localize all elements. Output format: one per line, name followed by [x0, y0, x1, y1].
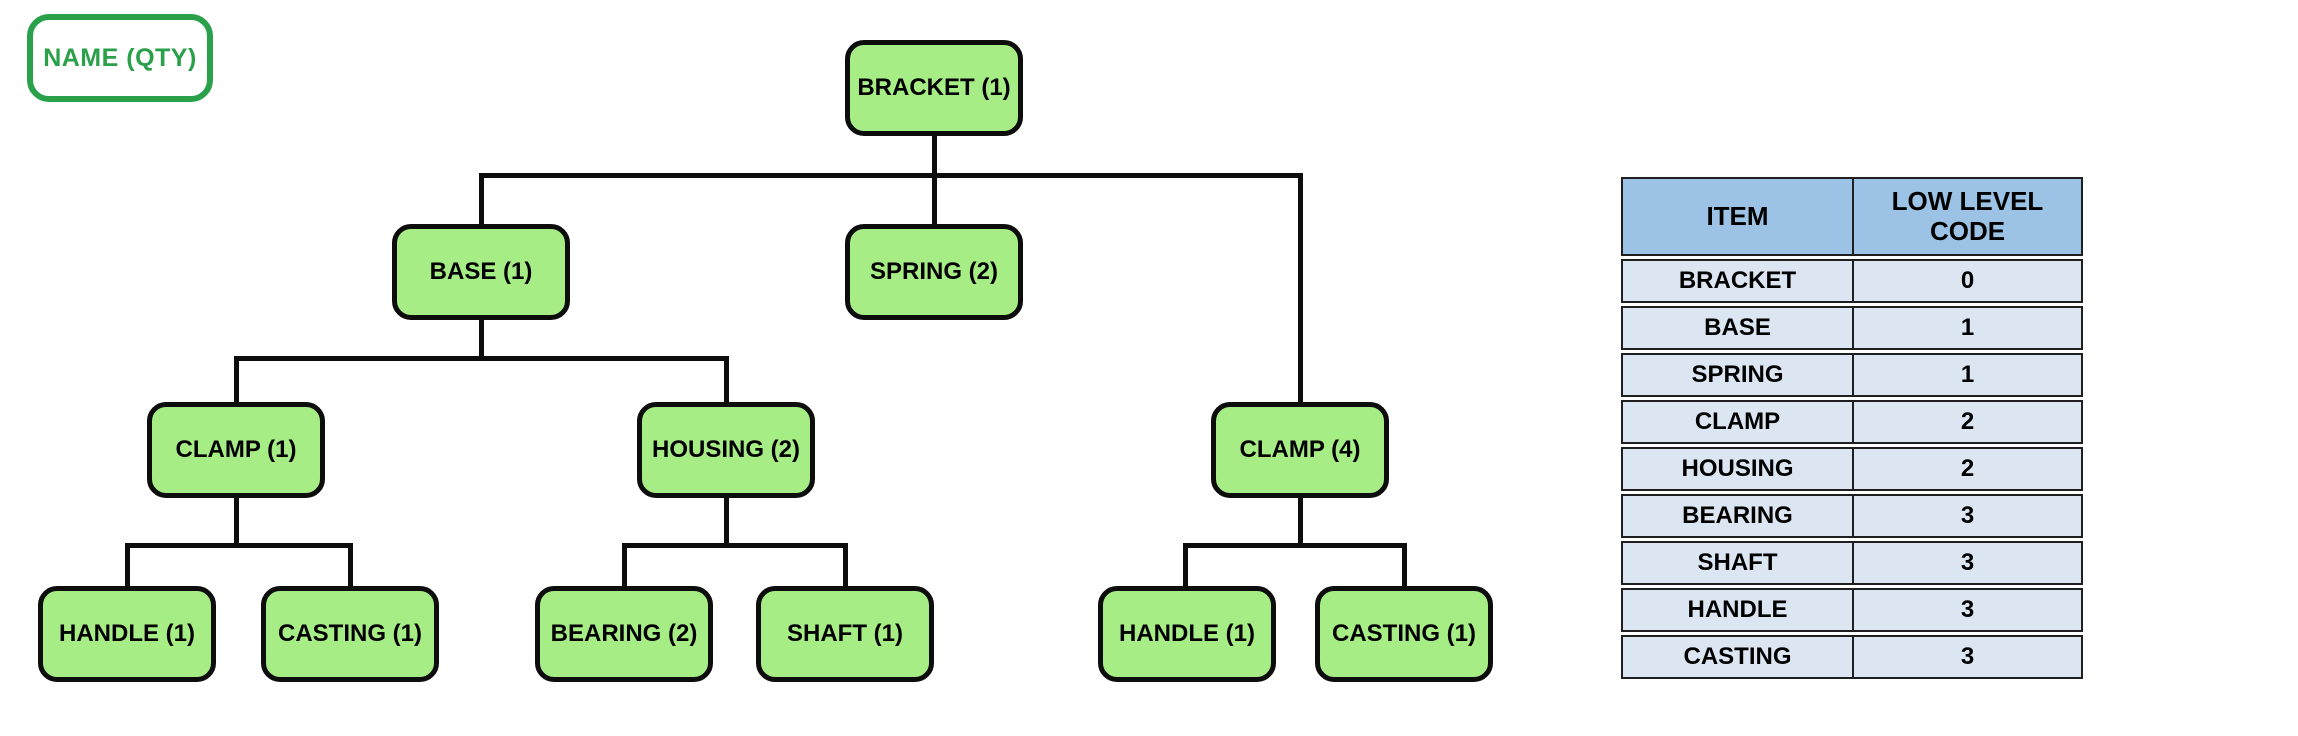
legend-label: NAME (QTY): [43, 43, 197, 72]
node-clamp-1: CLAMP (1): [147, 402, 325, 498]
table-cell-item: BASE: [1623, 308, 1854, 348]
connector-casting-left-up: [348, 543, 353, 586]
node-bearing-label: BEARING (2): [550, 620, 698, 647]
table-cell-code: 0: [1960, 266, 1975, 294]
table-row: HOUSING 2: [1621, 447, 2083, 491]
node-base: BASE (1): [392, 224, 570, 320]
node-clamp-4: CLAMP (4): [1211, 402, 1389, 498]
connector-base-hbar: [234, 356, 729, 361]
legend-box: NAME (QTY): [27, 14, 213, 102]
node-housing-label: HOUSING (2): [651, 436, 800, 463]
node-handle-left: HANDLE (1): [38, 586, 216, 682]
connector-handle-left-up: [125, 543, 130, 586]
node-casting-right-label: CASTING (1): [1332, 620, 1476, 647]
table-cell-code: 3: [1960, 642, 1975, 670]
node-handle-right: HANDLE (1): [1098, 586, 1276, 682]
table-row: CASTING 3: [1621, 635, 2083, 679]
connector-clamp4-down: [1298, 498, 1303, 545]
table-cell-code: 2: [1960, 407, 1975, 435]
node-base-label: BASE (1): [429, 258, 533, 285]
node-shaft-label: SHAFT (1): [787, 620, 903, 647]
connector-shaft-up: [843, 543, 848, 586]
node-clamp-4-label: CLAMP (4): [1239, 436, 1361, 463]
connector-clamp4-hbar: [1183, 543, 1407, 548]
table-cell-item: SHAFT: [1623, 543, 1854, 583]
table-cell-code: 3: [1960, 595, 1975, 623]
connector-clamp1-up: [234, 356, 239, 402]
table-header-row: ITEM LOW LEVEL CODE: [1621, 177, 2083, 256]
table-row: BRACKET 0: [1621, 259, 2083, 303]
table-cell-code: 3: [1960, 548, 1975, 576]
table-row: HANDLE 3: [1621, 588, 2083, 632]
table-cell-item: BEARING: [1623, 496, 1854, 536]
connector-clamp1-down: [234, 498, 239, 545]
table-cell-item: SPRING: [1623, 355, 1854, 395]
node-housing: HOUSING (2): [637, 402, 815, 498]
node-bracket: BRACKET (1): [845, 40, 1023, 136]
connector-clamp4-up: [1298, 173, 1303, 402]
node-shaft: SHAFT (1): [756, 586, 934, 682]
connector-clamp1-hbar: [125, 543, 353, 548]
node-bearing: BEARING (2): [535, 586, 713, 682]
table-row: CLAMP 2: [1621, 400, 2083, 444]
table-row: SHAFT 3: [1621, 541, 2083, 585]
table-row: SPRING 1: [1621, 353, 2083, 397]
table-cell-code: 2: [1960, 454, 1975, 482]
table-cell-item: CASTING: [1623, 637, 1854, 677]
node-handle-left-label: HANDLE (1): [59, 620, 195, 647]
connector-housing-down: [724, 498, 729, 545]
connector-housing-hbar: [622, 543, 848, 548]
connector-level1-hbar: [479, 173, 1303, 178]
node-casting-left: CASTING (1): [261, 586, 439, 682]
connector-housing-up: [724, 356, 729, 402]
connector-casting-right-up: [1402, 543, 1407, 586]
table-cell-item: BRACKET: [1623, 261, 1854, 301]
connector-bearing-up: [622, 543, 627, 586]
connector-spring-up: [932, 173, 937, 224]
table-row: BASE 1: [1621, 306, 2083, 350]
node-spring-label: SPRING (2): [869, 258, 998, 285]
node-casting-right: CASTING (1): [1315, 586, 1493, 682]
node-casting-left-label: CASTING (1): [278, 620, 422, 647]
node-bracket-label: BRACKET (1): [857, 74, 1011, 101]
table-header-item: ITEM: [1623, 179, 1854, 254]
table-cell-code: 1: [1960, 360, 1975, 388]
connector-base-up: [479, 173, 484, 224]
connector-base-down: [479, 320, 484, 358]
table-cell-item: HOUSING: [1623, 449, 1854, 489]
table-cell-code: 1: [1960, 313, 1975, 341]
node-clamp-1-label: CLAMP (1): [175, 436, 297, 463]
low-level-code-table: ITEM LOW LEVEL CODE BRACKET 0 BASE 1 SPR…: [1621, 177, 2083, 679]
table-cell-item: HANDLE: [1623, 590, 1854, 630]
node-spring: SPRING (2): [845, 224, 1023, 320]
table-row: BEARING 3: [1621, 494, 2083, 538]
connector-bracket-down: [932, 136, 937, 175]
connector-handle-right-up: [1183, 543, 1188, 586]
table-cell-item: CLAMP: [1623, 402, 1854, 442]
node-handle-right-label: HANDLE (1): [1119, 620, 1255, 647]
table-header-low-level-code: LOW LEVEL CODE: [1891, 186, 2044, 246]
table-cell-code: 3: [1960, 501, 1975, 529]
